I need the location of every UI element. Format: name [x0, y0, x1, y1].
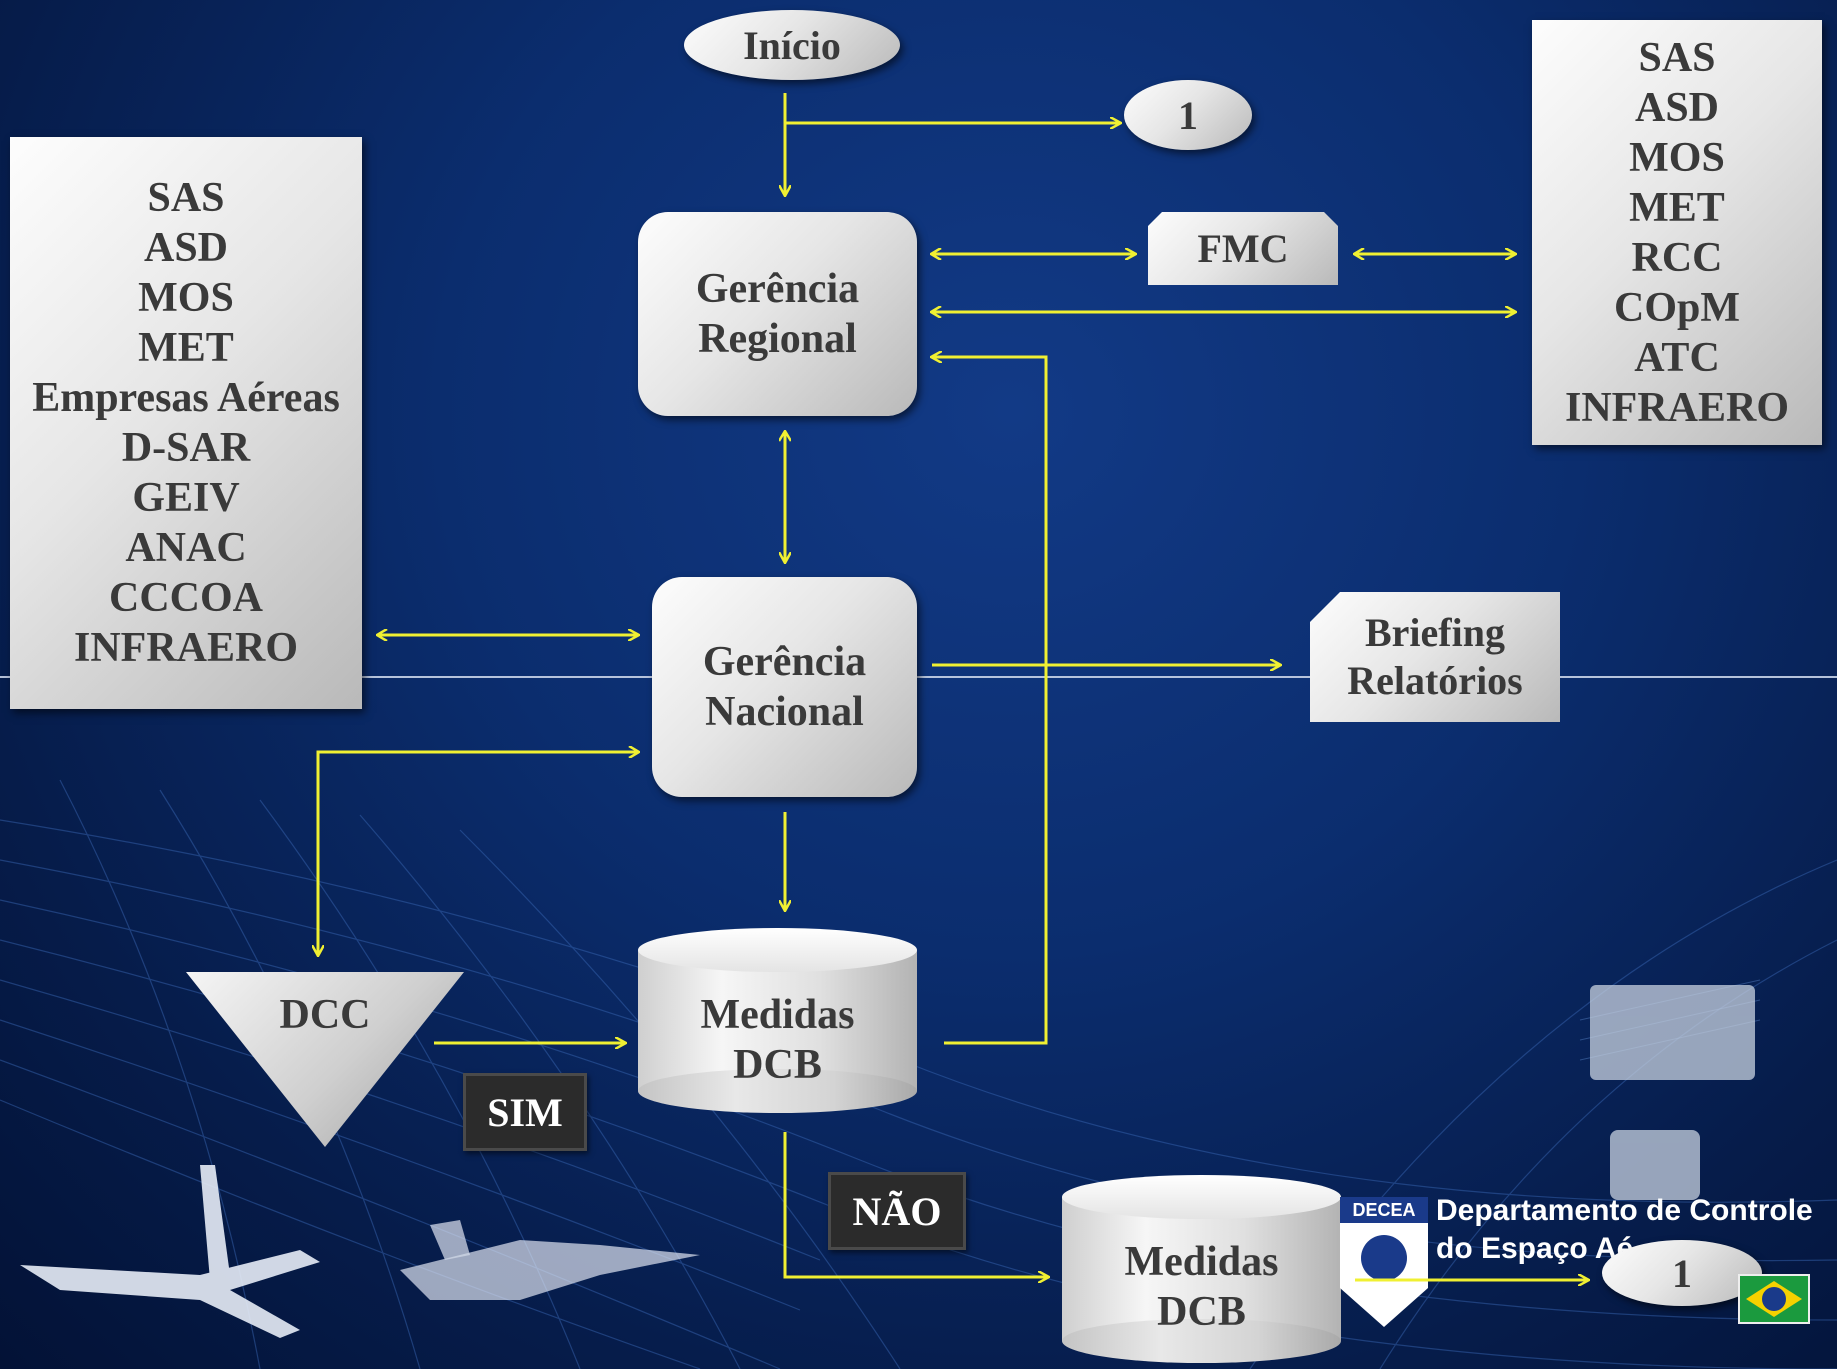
horizontal-divider-line	[0, 676, 1837, 678]
nao-label: NÃO	[828, 1172, 966, 1250]
dcc-label: DCC	[279, 992, 371, 1038]
left-list-item: ASD	[143, 225, 229, 271]
right-list-item: INFRAERO	[1564, 384, 1789, 431]
medidas-dcb-1-node: Medidas DCB	[638, 928, 917, 1113]
org-name-line1: Departamento de Controle	[1436, 1194, 1813, 1227]
briefing-line1: Briefing	[1365, 610, 1505, 655]
arrow-medidas-medidas2	[783, 1132, 1048, 1277]
right-list-item: COpM	[1614, 284, 1740, 331]
left-list-item: Empresas Aéreas	[32, 375, 340, 421]
arrow-nacional-dcc	[318, 752, 638, 955]
connector-top: 1	[1124, 80, 1252, 150]
fmc-label: FMC	[1197, 226, 1289, 271]
briefing-node: Briefing Relatórios	[1310, 592, 1560, 722]
start-node: Início	[684, 10, 900, 80]
gerencia-nacional-line1: Gerência	[702, 639, 867, 685]
left-list-item: CCCOA	[109, 575, 263, 621]
connector-bottom: 1	[1602, 1240, 1762, 1306]
left-list-item: ANAC	[125, 525, 247, 571]
decea-logo-text: DECEA	[1340, 1197, 1428, 1223]
left-list-item: D-SAR	[121, 425, 251, 471]
right-list-item: MOS	[1629, 134, 1725, 181]
right-list-item: RCC	[1631, 234, 1723, 281]
fmc-node: FMC	[1148, 212, 1338, 285]
arrow-medidas-regional	[932, 357, 1048, 1045]
left-list-item: GEIV	[132, 475, 240, 521]
gerencia-regional-line1: Gerência	[695, 266, 860, 312]
left-list-item: MET	[138, 325, 234, 371]
medidas-dcb-1-line2: DCB	[733, 1042, 822, 1088]
medidas-dcb-1-line1: Medidas	[700, 992, 855, 1038]
left-entities-box: SAS ASD MOS MET Empresas Aéreas D-SAR GE…	[10, 137, 362, 709]
right-entities-box: SAS ASD MOS MET RCC COpM ATC INFRAERO	[1532, 20, 1822, 445]
start-label: Início	[743, 22, 841, 68]
medidas-dcb-2-line1: Medidas	[1124, 1239, 1279, 1285]
gerencia-regional-node: Gerência Regional	[638, 212, 917, 416]
org-name: Departamento de Controle do Espaço Aé	[1436, 1192, 1813, 1268]
left-list-item: SAS	[147, 175, 225, 221]
gerencia-nacional-node: Gerência Nacional	[652, 577, 917, 797]
brazil-flag-icon	[1738, 1274, 1810, 1324]
connector-bottom-label: 1	[1672, 1250, 1692, 1296]
logo-emblem-icon	[1361, 1235, 1407, 1281]
connector-top-label: 1	[1178, 92, 1198, 138]
briefing-line2: Relatórios	[1347, 658, 1523, 703]
medidas-dcb-2-line2: DCB	[1157, 1289, 1246, 1335]
sim-label: SIM	[463, 1073, 587, 1151]
gerencia-regional-line2: Regional	[698, 316, 857, 362]
gerencia-nacional-line2: Nacional	[705, 689, 864, 735]
left-list-item: INFRAERO	[73, 625, 298, 671]
org-name-line2: do Espaço Aé	[1436, 1232, 1634, 1265]
right-list-item: SAS	[1638, 34, 1716, 81]
right-list-item: ASD	[1634, 84, 1720, 131]
right-list-item: MET	[1629, 184, 1725, 231]
left-list-item: MOS	[138, 275, 234, 321]
medidas-dcb-2-node: Medidas DCB	[1062, 1175, 1341, 1363]
right-list-item: ATC	[1634, 334, 1720, 381]
